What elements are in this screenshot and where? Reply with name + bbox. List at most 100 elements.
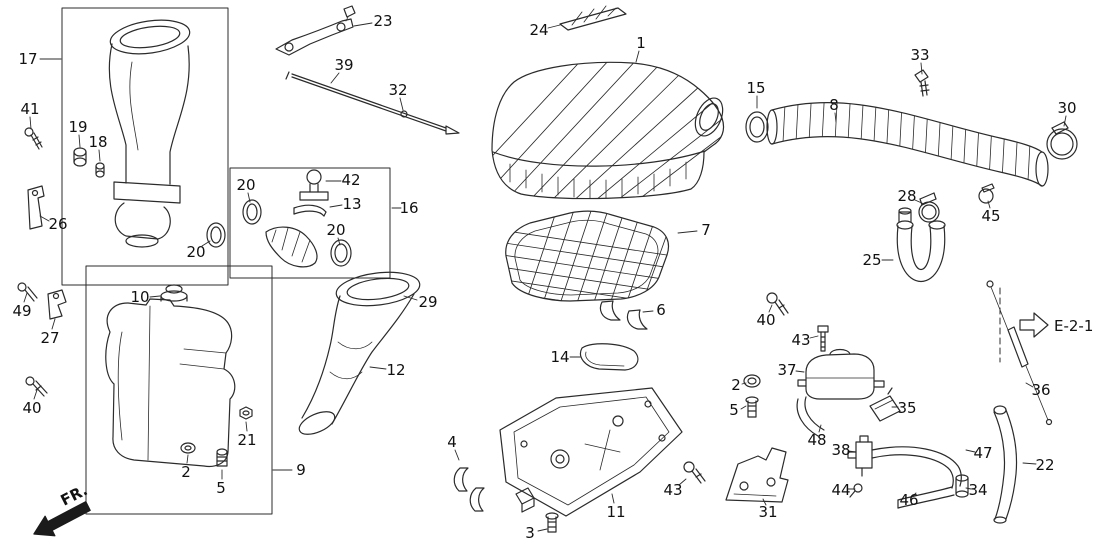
vacuum-hose-48 [796,396,825,437]
screw-40-right [766,292,789,316]
part-label-19: 19 [68,118,87,136]
diagram-reference: E-2-1 [1019,312,1093,338]
leader-line-43-40 [809,335,819,339]
leader-line-27-6 [51,318,56,330]
part-label-26: 26 [48,215,67,233]
leader-line-28-36 [914,199,925,205]
bracket-26 [27,185,45,230]
vacuum-hose-46 [897,486,955,509]
part-label-28: 28 [897,187,916,205]
screw-40-left [25,376,48,397]
leader-line-7-26 [677,230,698,234]
part-label-40: 40 [22,399,41,417]
part-label-47: 47 [973,444,992,462]
leader-line-32-20 [399,97,404,111]
leader-line-33-32 [920,62,923,75]
group-boxes [61,7,391,515]
stay-bracket-23 [275,5,356,56]
part-label-18: 18 [88,133,107,151]
valve-38 [847,435,873,477]
rod-39 [285,71,460,135]
leader-line-26-4 [39,215,50,222]
air-cleaner-cover [491,61,725,200]
leader-line-2-9 [186,454,189,464]
leader-line-21-11 [245,421,248,432]
cap-10 [160,284,188,302]
leader-line-8-34 [834,112,837,123]
part-label-14: 14 [550,348,569,366]
vacuum-hose-47 [871,446,962,489]
part-label-1: 1 [636,34,646,52]
intake-duct [108,19,191,248]
holder-clips-6 [599,300,648,330]
leader-line-20-14 [247,192,251,203]
grommet-18 [95,162,105,178]
vacuum-valve-37 [797,348,885,400]
check-valve-35 [869,387,901,422]
part-label-6: 6 [656,301,666,319]
leader-line-20-15 [337,237,341,246]
leader-line-4-29 [454,449,460,461]
air-inlet-tube [298,271,421,435]
leader-line-12-16 [369,366,387,370]
part-label-27: 27 [40,329,59,347]
part-label-2: 2 [731,376,741,394]
part-label-4: 4 [447,433,457,451]
leader-line-1-25 [635,50,640,63]
hose-clamp-30 [1046,121,1078,160]
part-label-8: 8 [829,96,839,114]
part-label-29: 29 [418,293,437,311]
part-label-15: 15 [746,79,765,97]
leader-line-40-7 [33,389,38,400]
leader-line-6-27 [642,310,654,313]
part-label-7: 7 [701,221,711,239]
leader-line-36-47 [1025,382,1034,388]
u-tube-25 [896,207,946,282]
grommet-2-left [180,442,196,454]
leader-line-3-31 [537,528,548,532]
leader-line-11-30 [611,493,615,504]
grommet-2-right [743,374,761,388]
bolt-5-right [745,396,759,418]
part-label-41: 41 [20,100,39,118]
o-ring-20-a [206,222,226,248]
leader-line-37-41 [795,370,805,373]
leader-line-5-43 [740,405,747,410]
part-label-5: 5 [216,479,226,497]
part-label-24: 24 [529,21,548,39]
leader-line-30-35 [1063,115,1067,127]
part-label-16: 16 [399,199,418,217]
leader-line-29-17 [403,295,418,301]
resonator-chamber [105,298,236,468]
part-label-39: 39 [334,56,353,74]
part-label-22: 22 [1035,456,1054,474]
part-label-35: 35 [897,399,916,417]
leader-line-38-46 [847,450,857,453]
clip-44 [849,483,863,498]
leader-line-23-18 [353,22,373,27]
part-label-5: 5 [729,401,739,419]
hose-bend-16 [265,226,318,268]
leader-line-46-53 [911,492,917,498]
part-label-48: 48 [807,431,826,449]
pipe-13 [293,204,327,217]
part-label-40: 40 [756,311,775,329]
bolt-33 [914,69,930,97]
bracket-27 [47,289,67,320]
nut-21 [239,406,253,420]
bolt-3 [545,512,559,533]
part-label-38: 38 [831,441,850,459]
part-label-20: 20 [326,221,345,239]
control-valve-42 [299,169,329,201]
part-label-11: 11 [606,503,625,521]
air-cleaner-case [499,387,683,517]
leader-line-40-39 [768,304,773,313]
clamp-45 [978,183,995,204]
leader-line-45-37 [987,200,991,209]
leader-line-18-3 [98,149,101,162]
part-label-37: 37 [777,361,796,379]
part-label-49: 49 [12,302,31,320]
